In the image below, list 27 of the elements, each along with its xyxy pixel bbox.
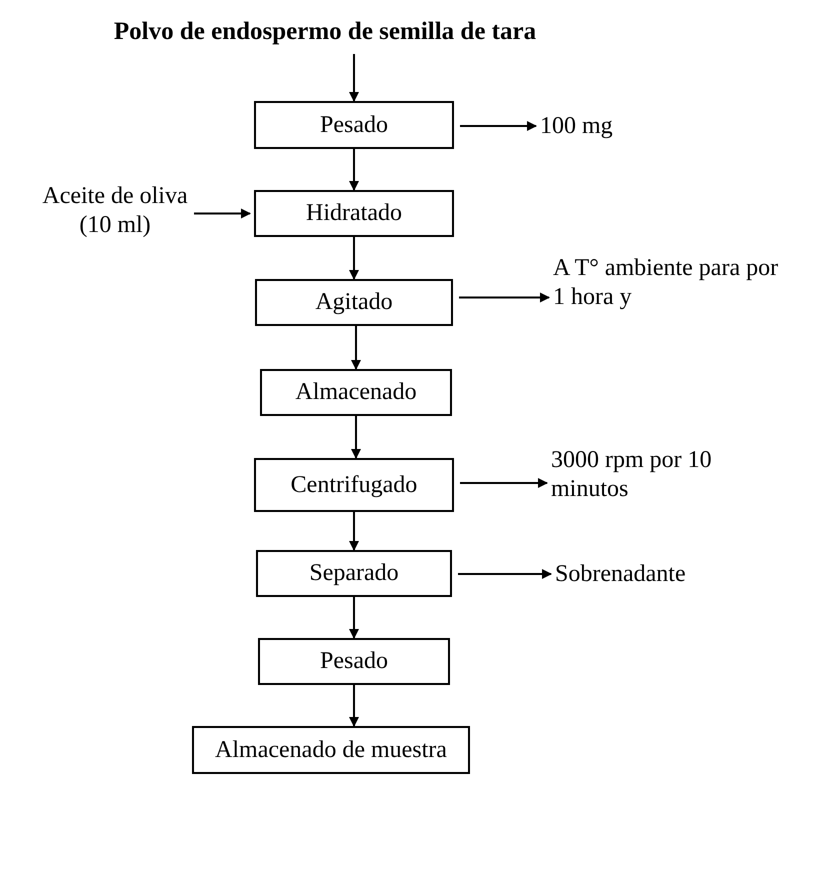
arrow	[194, 208, 251, 218]
arrow	[349, 54, 359, 102]
arrow	[349, 237, 359, 280]
title-text: Polvo de endospermo de semilla de tara	[114, 17, 536, 47]
arrow	[459, 292, 550, 302]
arrow	[458, 569, 552, 579]
arrow	[349, 149, 359, 191]
process-box: Almacenado	[260, 369, 452, 416]
arrow	[349, 685, 359, 727]
note-text: A T° ambiente para por 1 hora y	[553, 254, 779, 312]
process-box: Agitado	[255, 279, 453, 326]
note-text: 100 mg	[540, 112, 613, 140]
process-box: Separado	[256, 550, 452, 597]
arrow	[349, 512, 359, 551]
process-box: Almacenado de muestra	[192, 726, 470, 774]
note-text: Aceite de oliva (10 ml)	[41, 182, 189, 240]
note-text: Sobrenadante	[555, 560, 686, 588]
process-box: Pesado	[254, 101, 454, 149]
process-box: Hidratado	[254, 190, 454, 237]
arrow	[349, 597, 359, 639]
arrow	[460, 478, 548, 488]
process-box: Pesado	[258, 638, 450, 685]
arrow	[351, 326, 361, 370]
arrow	[460, 121, 537, 131]
arrow	[351, 416, 361, 459]
note-text: 3000 rpm por 10 minutos	[551, 446, 713, 504]
process-box: Centrifugado	[254, 458, 454, 512]
